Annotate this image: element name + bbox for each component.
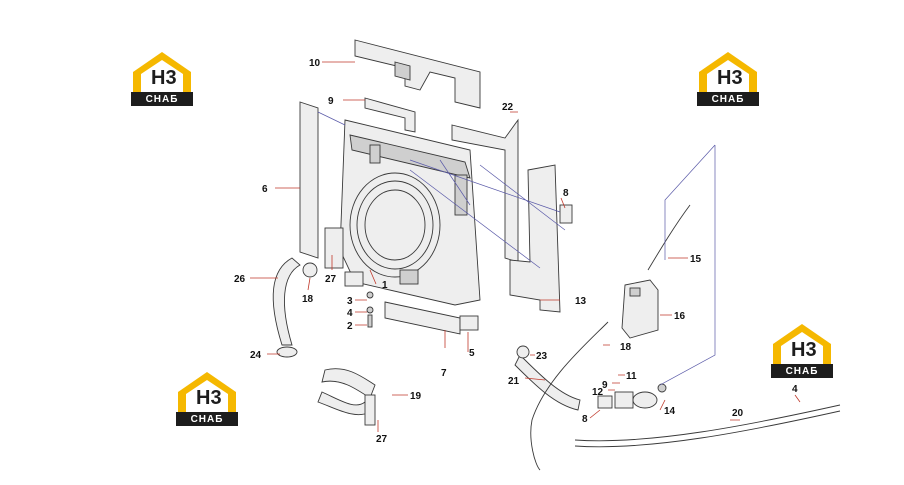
bottom-plate: [384, 301, 461, 335]
hose-clamp-25: [276, 346, 298, 358]
callout: 21: [508, 376, 520, 387]
upper-hose-20: [321, 368, 376, 399]
drain-tube-21: [574, 404, 841, 442]
callout: 2: [347, 321, 353, 332]
expansion-tank: [621, 279, 659, 339]
bracket-9: [559, 204, 573, 224]
top-shroud: [354, 39, 481, 109]
callout: 19: [410, 391, 422, 402]
logo-mark: Н3: [196, 387, 222, 409]
callout: 22: [502, 102, 514, 113]
house-logo-icon: [131, 52, 193, 106]
bolt-2: [367, 314, 373, 328]
callout: 9: [328, 96, 334, 107]
brand-logo: Н3 СНАБ: [131, 50, 193, 108]
bolt-3: [366, 291, 374, 299]
callout: 24: [250, 350, 262, 361]
callout-labels: 10 9 6 26 24 18 27 1 3 4 2 7 5 22 8 13 2…: [234, 58, 798, 445]
radiator-assembly: [339, 119, 481, 306]
brand-logo: Н3 СНАБ: [771, 322, 833, 380]
valve-assembly: [597, 383, 667, 409]
overflow-tube-19: [530, 321, 609, 471]
house-logo-icon: [771, 324, 833, 378]
callout: 4: [792, 384, 798, 395]
washer-4: [366, 306, 374, 314]
top-bracket: [364, 97, 416, 133]
callout: 3: [347, 296, 353, 307]
callout: 15: [690, 254, 702, 265]
logo-text: СНАБ: [711, 94, 745, 105]
callout: 8: [582, 414, 588, 425]
house-logo-icon: [697, 52, 759, 106]
callout: 27: [325, 274, 337, 285]
callout: 8: [563, 188, 569, 199]
logo-mark: Н3: [151, 67, 177, 89]
logo-text: СНАБ: [145, 94, 179, 105]
bracket-28: [364, 394, 376, 426]
callout: 11: [626, 371, 637, 382]
callout: 7: [441, 368, 447, 379]
callout: 1: [382, 280, 388, 291]
lower-hose-26: [272, 257, 301, 346]
callout: 26: [234, 274, 246, 285]
logo-mark: Н3: [791, 339, 817, 361]
callout: 16: [674, 311, 686, 322]
brand-logo: Н3 СНАБ: [176, 370, 238, 428]
clamp-24: [516, 345, 530, 359]
callout: 10: [309, 58, 321, 69]
callout: 6: [262, 184, 268, 195]
vent-tube-16: [647, 204, 691, 271]
callout: 14: [664, 406, 676, 417]
callout: 20: [732, 408, 744, 419]
callout: 13: [575, 296, 587, 307]
callout: 9: [602, 380, 608, 391]
hose-elbow-20: [317, 391, 371, 416]
left-side-panel: [299, 101, 319, 259]
brand-logo: Н3 СНАБ: [697, 50, 759, 108]
logo-text: СНАБ: [785, 366, 819, 377]
foam-block-c: [324, 227, 344, 269]
fitting-18: [302, 262, 318, 278]
hose-22: [514, 354, 581, 411]
callout: 27: [376, 434, 388, 445]
callout: 18: [302, 294, 314, 305]
callout: 4: [347, 308, 353, 319]
callout: 5: [469, 348, 475, 359]
guide-lines: [317, 111, 716, 386]
foam-block-a: [344, 271, 364, 287]
callout: 23: [536, 351, 548, 362]
leader-lines: [250, 61, 801, 432]
logo-mark: Н3: [717, 67, 743, 89]
callout: 18: [620, 342, 632, 353]
callout: 12: [592, 387, 604, 398]
foam-block-b: [459, 315, 479, 331]
house-logo-icon: [176, 372, 238, 426]
logo-text: СНАБ: [190, 414, 224, 425]
